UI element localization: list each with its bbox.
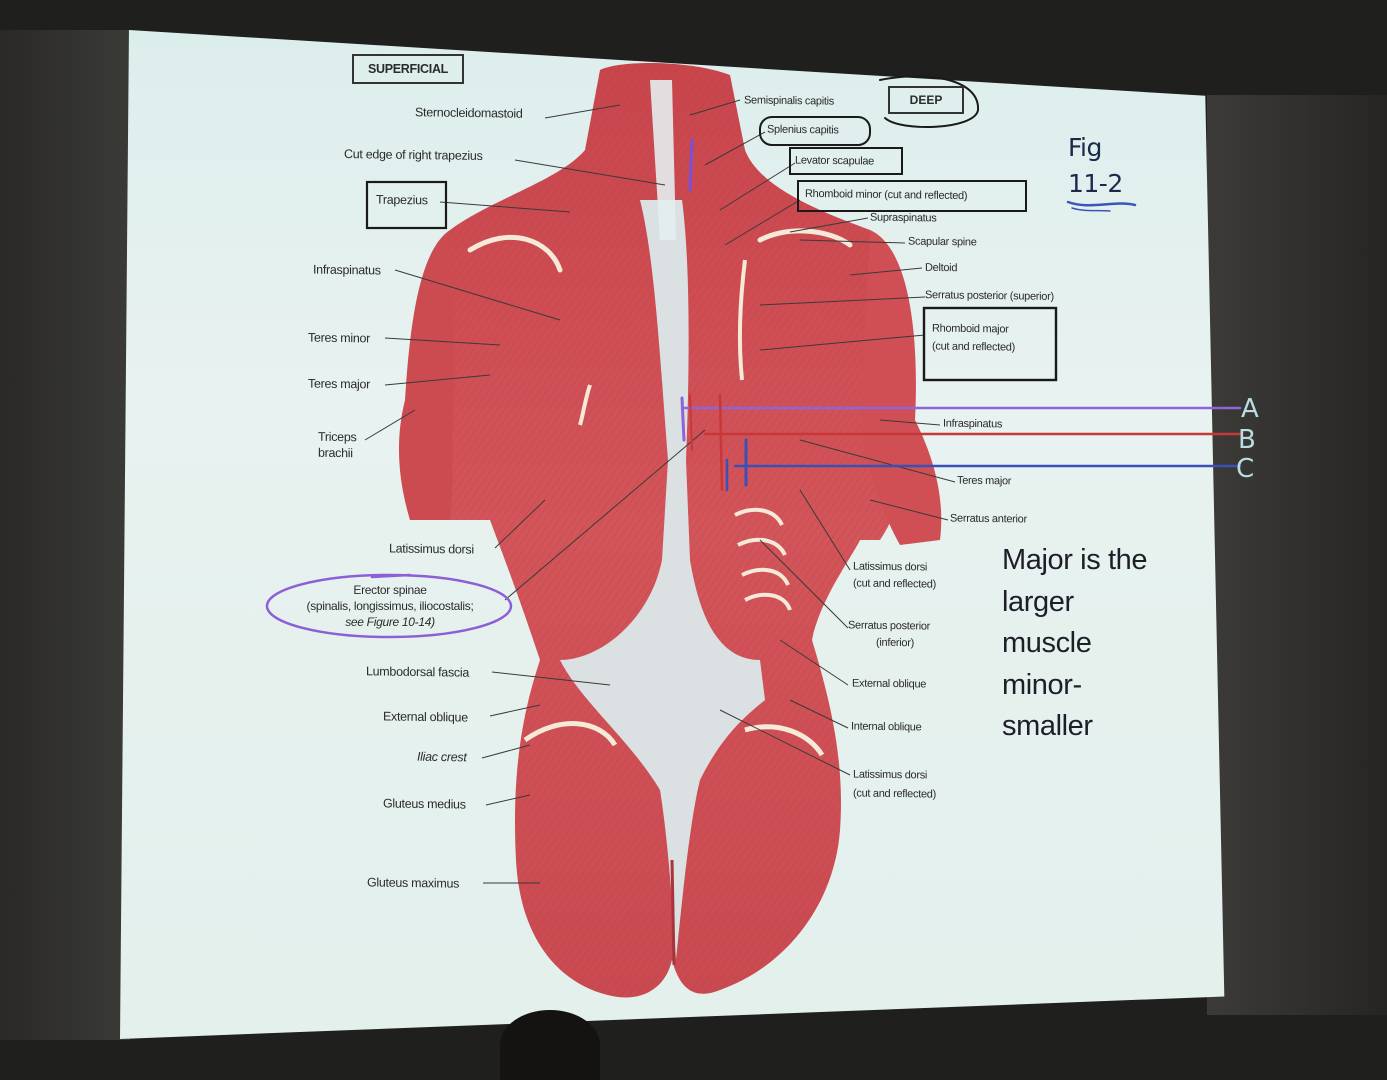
annotation-letter-b: B xyxy=(1238,425,1256,455)
figure-number-line1: Fig xyxy=(1068,133,1102,162)
label-rhomboid-major-line1: Rhomboid major xyxy=(932,322,1009,336)
figure-number: Fig 11-2 xyxy=(1068,130,1123,202)
label-supraspinatus: Supraspinatus xyxy=(870,211,937,225)
iliac-crest-left xyxy=(523,721,618,747)
label-external-oblique-left: External oblique xyxy=(383,709,468,725)
label-gluteus-maximus: Gluteus maximus xyxy=(367,875,460,891)
label-latissimus-cut2-line1: Latissimus dorsi xyxy=(853,768,928,782)
label-teres-minor: Teres minor xyxy=(308,330,370,346)
label-triceps-line1: Triceps xyxy=(318,429,357,445)
label-gluteus-medius: Gluteus medius xyxy=(383,796,466,812)
label-erector-line2: (spinalis, longissimus, iliocostalis; xyxy=(306,599,474,613)
scapula-left-outline xyxy=(467,234,563,273)
label-latissimus-dorsi-left: Latissimus dorsi xyxy=(389,541,474,557)
label-erector-line3: see Figure 10-14) xyxy=(345,615,435,629)
label-deltoid: Deltoid xyxy=(925,261,958,275)
note-line-3: muscle xyxy=(1002,627,1092,659)
label-latissimus-cut1-line2: (cut and reflected) xyxy=(853,577,936,591)
label-cut-edge-trapezius: Cut edge of right trapezius xyxy=(344,147,483,163)
label-teres-major-right: Teres major xyxy=(957,474,1012,488)
left-arm xyxy=(398,230,455,520)
label-serratus-posterior-superior: Serratus posterior (superior) xyxy=(925,289,1054,303)
label-latissimus-cut2-line2: (cut and reflected) xyxy=(853,787,936,801)
label-rhomboid-major-line2: (cut and reflected) xyxy=(932,340,1015,354)
annotation-letter-c: C xyxy=(1236,454,1255,484)
label-scapular-spine: Scapular spine xyxy=(908,235,977,249)
room-wall-right xyxy=(1207,95,1387,1015)
label-semispinalis-capitis: Semispinalis capitis xyxy=(744,94,834,108)
label-levator-scapulae: Levator scapulae xyxy=(795,154,874,168)
label-iliac-crest: Iliac crest xyxy=(417,749,467,765)
label-triceps-line2: brachii xyxy=(318,445,353,461)
audience-head-silhouette xyxy=(500,1010,600,1080)
superficial-box: SUPERFICIAL xyxy=(352,54,464,84)
nuchal-tendon xyxy=(650,80,676,240)
label-internal-oblique: Internal oblique xyxy=(851,720,922,734)
label-lumbodorsal-fascia: Lumbodorsal fascia xyxy=(366,664,469,680)
room-wall-left xyxy=(0,30,130,1040)
label-serratus-anterior: Serratus anterior xyxy=(950,512,1027,526)
annotation-letter-a: A xyxy=(1241,394,1259,424)
figure-number-line2: 11-2 xyxy=(1068,169,1123,198)
lumbodorsal-fascia xyxy=(560,200,765,960)
note-line-5: smaller xyxy=(1002,710,1093,742)
label-trapezius: Trapezius xyxy=(376,192,428,208)
label-infraspinatus-left: Infraspinatus xyxy=(313,262,381,278)
label-rhomboid-minor: Rhomboid minor (cut and reflected) xyxy=(805,187,968,203)
label-external-oblique-right: External oblique xyxy=(852,677,927,691)
label-serratus-posterior-inferior-line1: Serratus posterior xyxy=(848,619,931,633)
pen-annotations xyxy=(265,75,1242,639)
deep-box: DEEP xyxy=(888,86,964,114)
note-line-4: minor- xyxy=(1002,668,1082,701)
note-major-minor: Major is the larger muscle minor- smalle… xyxy=(1002,540,1212,748)
note-line-1: Major is the xyxy=(1002,544,1148,576)
label-erector-line1: Erector spinae xyxy=(353,583,427,597)
label-teres-major-left: Teres major xyxy=(308,376,370,392)
label-serratus-posterior-inferior-line2: (inferior) xyxy=(876,636,914,650)
leader-lines xyxy=(364,99,956,884)
label-sternocleidomastoid: Sternocleidomastoid xyxy=(415,105,523,121)
label-latissimus-cut1-line1: Latissimus dorsi xyxy=(853,560,928,574)
label-splenius-capitis: Splenius capitis xyxy=(767,123,839,137)
label-erector-spinae: Erector spinae (spinalis, longissimus, i… xyxy=(270,582,510,630)
label-infraspinatus-right: Infraspinatus xyxy=(943,417,1003,431)
note-line-2: larger xyxy=(1002,585,1074,618)
